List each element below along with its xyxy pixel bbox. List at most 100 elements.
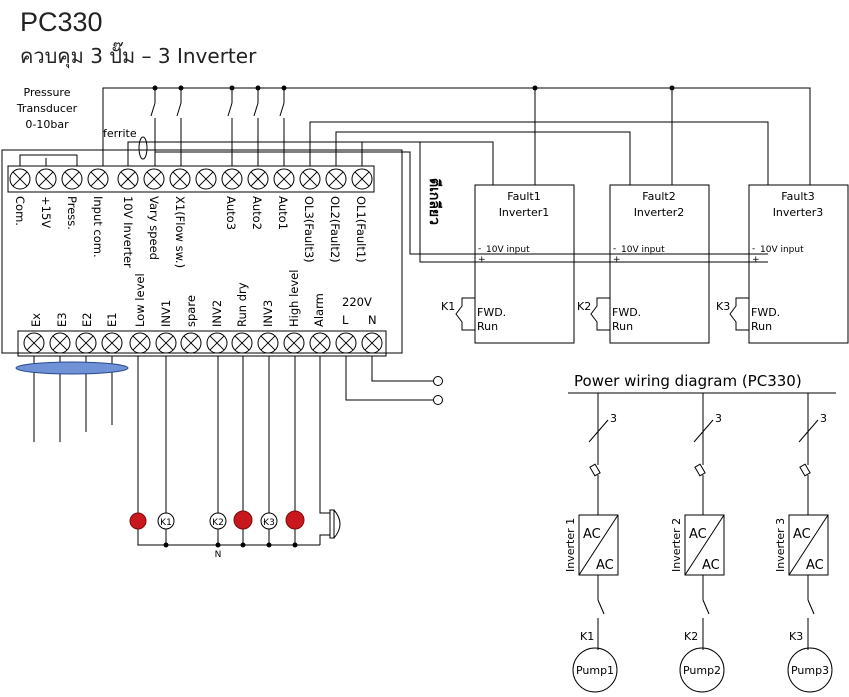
inverter-2-fwd: FWD. (612, 306, 641, 319)
twisted-pair-label: ตีเกลียว (426, 178, 442, 225)
top-wiring (102, 87, 811, 263)
bottom-screw-2 (49, 332, 71, 354)
inverter-2-name: Inverter2 (634, 206, 685, 219)
inverter-1-fwd: FWD. (477, 306, 506, 319)
inverter-label-3: Inverter 3 (774, 518, 787, 572)
top-screw-13 (325, 168, 347, 190)
terminal-auto3: Auto3 (224, 196, 238, 230)
terminal-low-level: Low level (133, 273, 147, 327)
terminal-com: Com. (13, 196, 27, 226)
terminal-vary-speed: Vary speed (147, 196, 161, 260)
inverter-2-box: Fault2 Inverter2 - 10V input + FWD. Run … (577, 184, 710, 344)
phase-label-3: 3 (820, 412, 827, 425)
inverter-3-plus: + (752, 255, 760, 265)
supply-terminal-n (433, 376, 443, 386)
terminal-n: N (368, 313, 377, 327)
transducer-line1: Pressure (24, 86, 71, 99)
supply-terminal-l (433, 395, 443, 405)
bottom-screw-13 (335, 332, 357, 354)
inverter-3-relay: K3 (716, 300, 730, 313)
neutral-label: N (215, 550, 222, 560)
inverter-3-name: Inverter3 (773, 206, 824, 219)
terminal-spare: spare (184, 295, 198, 327)
terminal-inv1: INV1 (159, 300, 173, 327)
bottom-screw-5 (129, 332, 151, 354)
terminal-e1: E1 (105, 312, 119, 327)
power-columns: 3 AC AC Inverter 1 K1 Pump1 3 AC AC In (564, 393, 833, 693)
pump-label-1: Pump1 (576, 664, 614, 677)
top-screw-14 (351, 168, 373, 190)
inverter-3-input: 10V input (760, 245, 804, 255)
transducer-line2: Transducer (16, 102, 78, 115)
bottom-screw-8 (206, 332, 228, 354)
bottom-screw-4 (101, 332, 123, 354)
converter-2 (684, 514, 725, 576)
inverter-3-run: Run (751, 320, 772, 333)
terminal-ol2: OL2(Fault2) (328, 196, 342, 263)
bottom-screw-1 (23, 332, 45, 354)
ferrite-core (138, 136, 148, 160)
bottom-screw-9 (231, 332, 253, 354)
terminal-l: L (342, 313, 349, 327)
top-screw-11 (273, 168, 295, 190)
electrode-cable-ferrite (15, 361, 129, 375)
top-screw-9 (221, 168, 243, 190)
converter-2-ac-top: AC (689, 527, 707, 542)
inverter-3-fault: Fault3 (781, 190, 814, 203)
top-screw-2 (35, 168, 57, 190)
converter-3-ac-bottom: AC (806, 558, 824, 573)
top-screw-5 (117, 168, 139, 190)
bottom-terminal-screws (23, 332, 383, 354)
terminal-flow-switch: X1(Flow sw.) (173, 196, 187, 268)
bottom-screw-11 (283, 332, 305, 354)
fuse-3-icon (799, 463, 811, 477)
bottom-screw-6 (155, 332, 177, 354)
terminal-10v-inverter: 10V Inverter (121, 196, 135, 268)
transducer-line3: 0-10bar (25, 118, 69, 131)
terminal-ex: Ex (29, 313, 43, 327)
top-screw-6 (143, 168, 165, 190)
contactor-label-1: K1 (580, 630, 594, 643)
top-screw-7 (169, 168, 191, 190)
top-screw-4 (87, 168, 109, 190)
inverter-3-fwd: FWD. (751, 306, 780, 319)
terminal-inv2: INV2 (210, 300, 224, 327)
inverter-1-run: Run (477, 320, 498, 333)
inverter-1-name: Inverter1 (499, 206, 550, 219)
supply-wiring (345, 356, 434, 401)
converter-2-ac-bottom: AC (702, 558, 720, 573)
inverter-1-fault: Fault1 (507, 190, 540, 203)
supply-voltage: 220V (342, 295, 372, 309)
k1-lamp (157, 512, 175, 530)
power-column-2: 3 AC AC Inverter 2 K2 Pump2 (670, 393, 725, 693)
top-screw-1 (9, 168, 31, 190)
top-screw-12 (299, 168, 321, 190)
k1-lamp-label: K1 (160, 518, 172, 528)
top-terminal-block (7, 165, 375, 193)
terminal-ol3: OL3(Fault3) (302, 196, 316, 263)
inverter-2-fault: Fault2 (642, 190, 675, 203)
terminal-auto2: Auto2 (250, 196, 264, 230)
inverter-1-plus: + (478, 255, 486, 265)
indicator-lamps: K1 K2 K3 N (129, 509, 341, 560)
bottom-terminal-block (17, 330, 387, 357)
top-screw-3 (61, 168, 83, 190)
terminal-15v: +15V (39, 196, 53, 228)
low-level-lamp (129, 512, 147, 530)
inverter-3-box: Fault3 Inverter3 - 10V input + FWD. Run … (716, 184, 849, 344)
power-diagram-title: Power wiring diagram (PC330) (574, 372, 802, 390)
converter-3-ac-top: AC (793, 527, 811, 542)
fuse-2-icon (694, 463, 706, 477)
inverter-2-relay: K2 (577, 300, 591, 313)
k2-lamp (209, 512, 227, 530)
bottom-screw-7 (180, 332, 202, 354)
terminal-high-level: High level (287, 270, 301, 327)
inverter-3-minus: - (752, 244, 755, 254)
terminal-press: Press. (65, 196, 79, 230)
terminal-alarm: Alarm (312, 293, 326, 327)
run-dry-lamp (233, 510, 253, 530)
pump-label-3: Pump3 (791, 664, 829, 677)
inverter-label-2: Inverter 2 (670, 518, 683, 572)
bottom-terminal-labels: Ex E3 E2 E1 Low level INV1 spare INV2 Ru… (29, 270, 377, 327)
